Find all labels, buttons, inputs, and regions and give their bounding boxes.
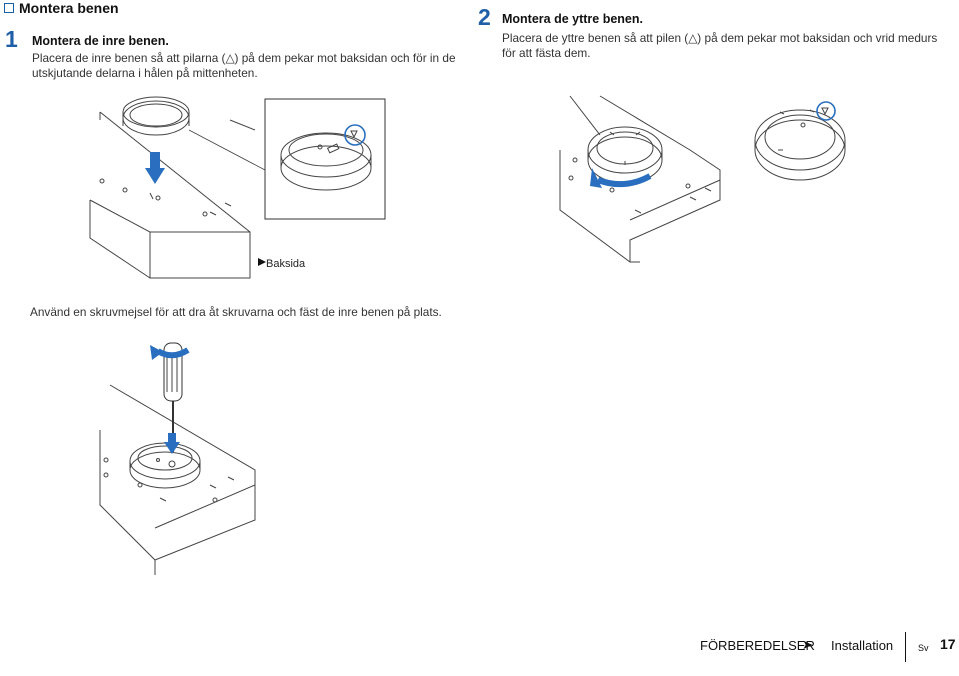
section-title: Montera benen [19,0,119,16]
step-2-text: Placera de yttre benen så att pilen (△) … [502,31,938,60]
footer-section: Installation [831,638,894,653]
back-label: Baksida [266,258,306,270]
footer-arrow-icon: ➤ [802,637,813,652]
checkbox-icon [4,3,14,13]
step-1-text: Placera de inre benen så att pilarna (△)… [32,51,456,80]
footer-divider [905,632,906,662]
page-number: 17 [940,636,956,652]
step-2-number: 2 [478,4,491,30]
footer-lang: Sv [918,643,929,653]
step-1-number: 1 [5,26,18,52]
section-title-row: Montera benen [4,0,119,16]
footer-chapter: FÖRBEREDELSER [700,638,815,653]
step-2-heading: Montera de yttre benen. [502,12,643,26]
step-1-heading: Montera de inre benen. [32,34,169,48]
screw-instruction: Använd en skruvmejsel för att dra åt skr… [30,305,442,319]
